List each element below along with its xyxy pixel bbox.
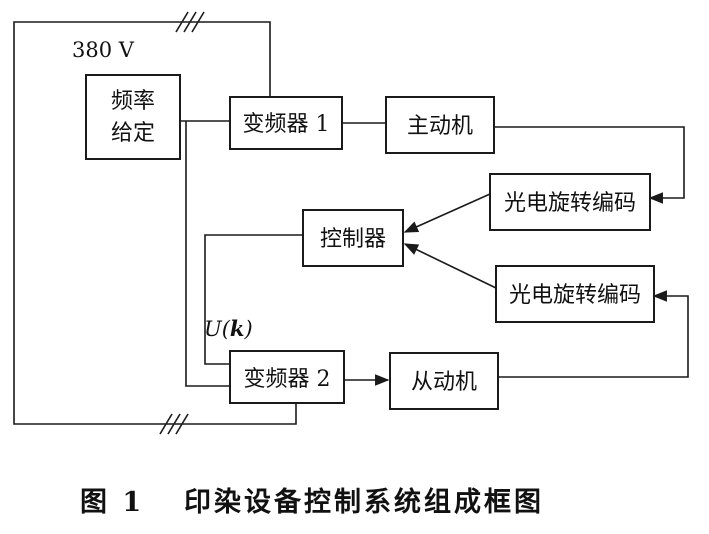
controller-block: 控制器 <box>302 209 404 267</box>
freq-to-inverter-wires <box>180 120 230 387</box>
encoder-top-label: 光电旋转编码 <box>504 191 636 216</box>
slave-motor-label: 从动机 <box>411 370 477 395</box>
slave-motor-block: 从动机 <box>389 352 499 410</box>
three-phase-tick-bottom <box>159 413 189 435</box>
freq-setting-block: 频率 给定 <box>85 74 181 160</box>
freq-setting-label-line2: 给定 <box>111 121 155 146</box>
master-to-encoder-top-arrow <box>494 126 685 204</box>
three-phase-tick-top <box>175 11 205 33</box>
inverter2-block: 变频器 2 <box>229 350 345 404</box>
encoder-top-to-controller-arrow <box>403 193 491 233</box>
inverter1-block: 变频器 1 <box>229 96 343 150</box>
inverter2-label: 变频器 2 <box>244 367 331 392</box>
inverter1-label: 变频器 1 <box>243 112 330 137</box>
figure-number: 图 1 <box>80 487 144 518</box>
master-motor-label: 主动机 <box>407 114 473 139</box>
power-supply-wire <box>13 21 297 425</box>
control-signal-label: U(k) <box>204 316 253 341</box>
controller-label: 控制器 <box>320 227 386 252</box>
figure-title: 印染设备控制系统组成框图 <box>184 486 544 518</box>
master-motor-block: 主动机 <box>385 96 495 154</box>
slave-to-encoder-bottom-arrow <box>498 290 689 378</box>
encoder-top-block: 光电旋转编码 <box>489 173 651 231</box>
freq-setting-label-line1: 频率 <box>111 89 155 114</box>
controller-to-inverter2-wire <box>204 234 303 365</box>
encoder-bottom-label: 光电旋转编码 <box>509 283 641 308</box>
encoder-bottom-to-controller-arrow <box>403 243 497 289</box>
encoder-bottom-block: 光电旋转编码 <box>495 265 655 323</box>
voltage-label: 380 V <box>72 38 135 62</box>
